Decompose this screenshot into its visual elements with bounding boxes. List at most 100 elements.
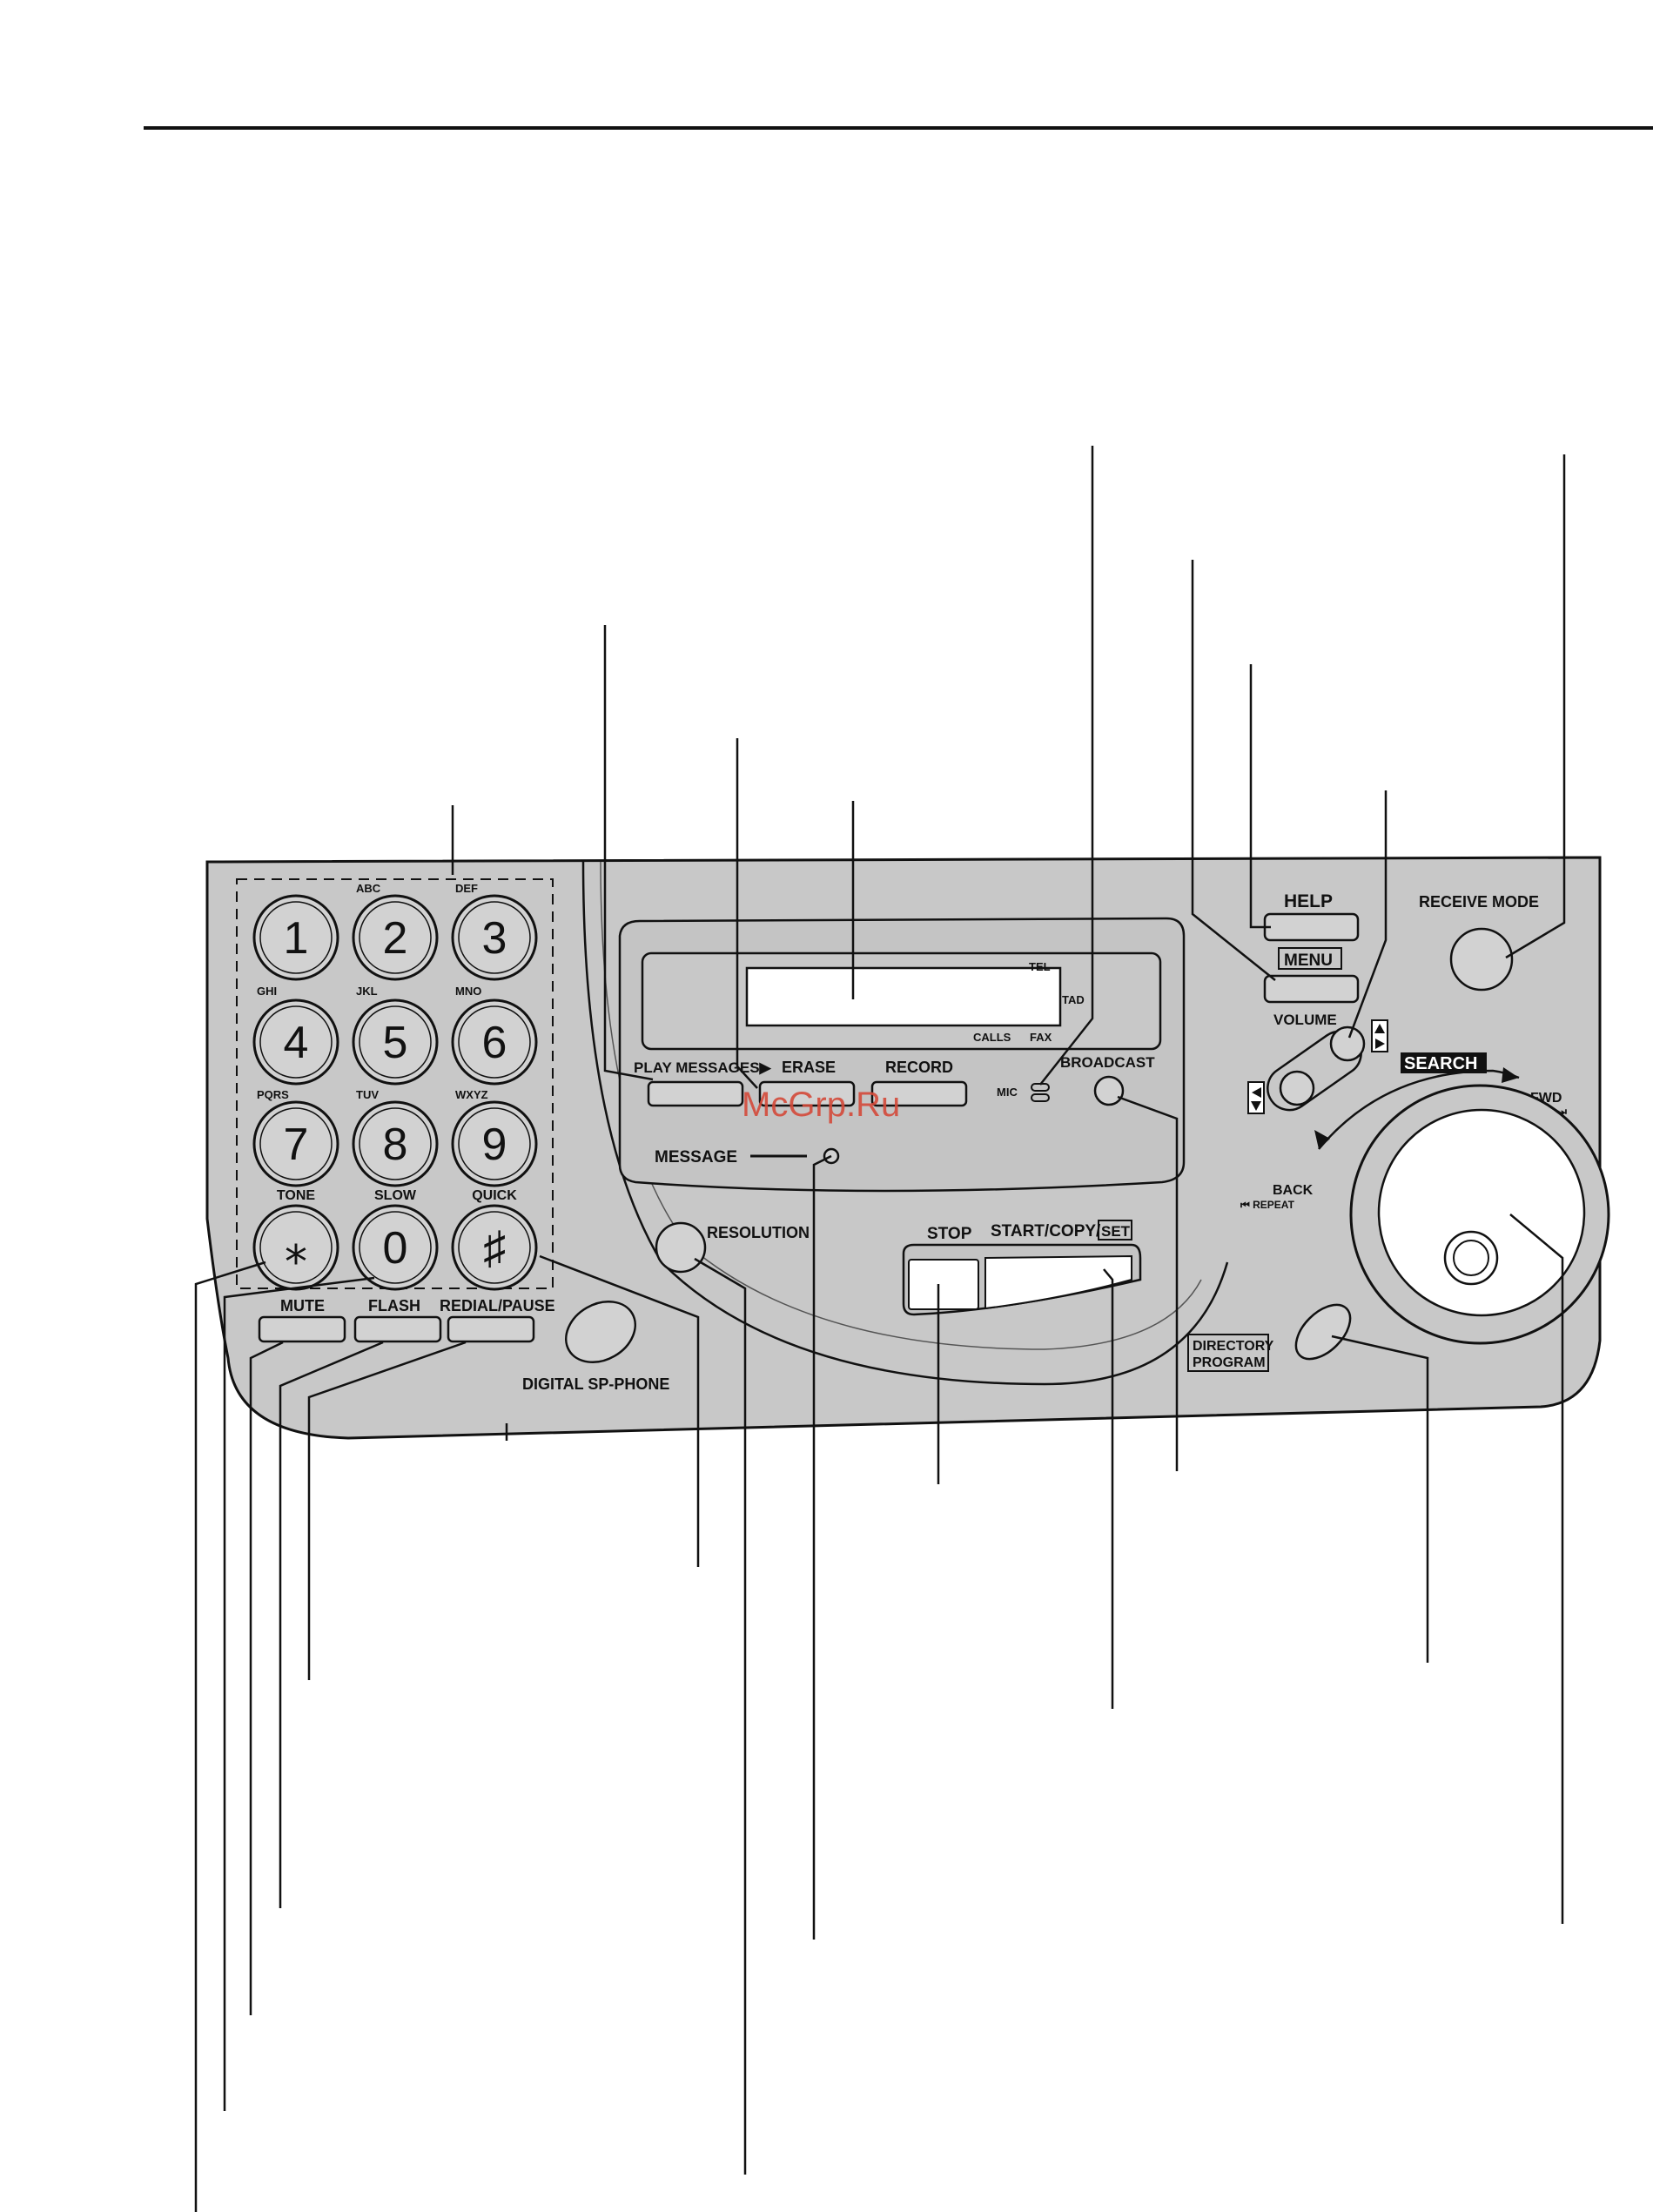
key-digit: 1 [284,913,309,964]
stop-label: STOP [927,1225,972,1243]
jog-dial[interactable] [1377,1108,1586,1317]
directory-program-button[interactable] [1287,1295,1361,1369]
redial-pause-label: REDIAL/PAUSE [440,1297,555,1314]
watermark: McGrp.Ru [742,1086,900,1124]
callout-volume [1347,790,1388,1039]
key-7-button[interactable] [252,1100,339,1187]
key-letters: JKL [356,985,378,998]
key-letters: PQRS [257,1088,289,1101]
erase-label: ERASE [782,1059,836,1076]
lcd-screen [745,966,1062,1027]
key-digit: 3 [482,913,507,964]
callout-tone [194,1261,266,2212]
key-digit: 9 [482,1119,507,1170]
key-12-button[interactable] [451,1204,538,1291]
key-1-button[interactable] [252,894,339,981]
help-button[interactable] [1263,912,1360,942]
back-arrow-head [1314,1130,1330,1149]
callout-broadcast [1117,1095,1179,1471]
key-digit: 6 [482,1018,507,1068]
key-digit: 7 [284,1119,309,1170]
callout-message-lamp [812,1154,832,1940]
keypad-region [236,878,554,1289]
menu-button[interactable] [1263,974,1360,1004]
stop-button[interactable] [908,1259,979,1310]
key-digit: ⁎ [285,1223,307,1274]
key-6-button[interactable] [451,998,538,1086]
play-messages-button[interactable] [647,1080,744,1107]
back-label: BACK [1273,1183,1314,1198]
help-label: HELP [1284,891,1333,911]
key-8-button[interactable] [352,1100,439,1187]
callout-jog-dial [1509,1214,1564,1924]
search-label-box [1401,1052,1487,1073]
sp-phone-label: DIGITAL SP-PHONE [522,1375,669,1393]
key-9-button[interactable] [451,1100,538,1187]
down-triangle-icon [1251,1101,1261,1111]
record-label: RECORD [885,1059,953,1076]
callout-resolution [694,1257,747,2175]
flash-button[interactable] [353,1315,442,1343]
start-copy-button[interactable] [984,1254,1132,1310]
callout-receive-mode [1505,454,1566,959]
erase-button[interactable] [758,1080,856,1107]
resolution-label: RESOLUTION [707,1224,810,1241]
volume-up-button[interactable] [1329,1025,1366,1062]
key-digit: 8 [383,1119,408,1170]
record-button[interactable] [870,1080,968,1107]
key-letters: MNO [455,985,481,998]
program-label: PROGRAM [1193,1355,1266,1370]
key-2-button[interactable] [352,894,439,981]
key-digit: 4 [284,1018,309,1068]
broadcast-button[interactable] [1093,1075,1125,1106]
mic-label: MIC [997,1086,1018,1099]
volume-down-button[interactable] [1279,1070,1315,1106]
key-ring [259,901,333,974]
key-4-button[interactable] [252,998,339,1086]
callout-flash [279,1341,384,1908]
tel-indicator: TEL [1029,960,1051,973]
key-ring [259,1107,333,1180]
set-label-box [1098,1220,1132,1240]
receive-mode-label: RECEIVE MODE [1419,893,1539,911]
key-letters: GHI [257,985,277,998]
key-letters: TONE [277,1188,315,1203]
key-digit: ♯ [483,1223,506,1274]
receive-mode-button[interactable] [1449,927,1514,992]
key-ring [458,1107,531,1180]
play-messages-label: PLAY MESSAGES▶ [634,1059,772,1076]
callout-play-messages [603,625,654,1081]
volume-label: VOLUME [1273,1012,1337,1028]
callout-redial [307,1341,467,1680]
menu-label: MENU [1284,951,1333,970]
key-letters: WXYZ [455,1088,488,1101]
mute-label: MUTE [280,1297,325,1314]
callout-menu [1191,560,1276,981]
callout-zero [223,1276,375,2111]
callout-mute [249,1341,284,2015]
left-triangle-icon [1252,1087,1261,1098]
callout-quick [539,1254,700,1567]
resolution-button[interactable] [655,1221,707,1274]
mute-button[interactable] [258,1315,346,1343]
right-triangle-icon [1375,1039,1385,1049]
key-ring [458,1211,531,1284]
key-digit: 0 [383,1223,408,1274]
key-letters: TUV [356,1088,379,1101]
key-ring [259,1211,333,1284]
callout-directory [1331,1335,1429,1663]
repeat-label: ⏮ REPEAT [1240,1199,1295,1211]
callout-start-copy [1103,1268,1114,1709]
sp-phone-button[interactable] [555,1289,647,1374]
directory-label: DIRECTORY [1193,1339,1274,1354]
redial-pause-button[interactable] [447,1315,535,1343]
center-bezel-inner [600,861,1202,1350]
key-5-button[interactable] [352,998,439,1086]
key-ring [359,1005,432,1079]
key-10-button[interactable] [252,1204,339,1291]
key-ring [259,1005,333,1079]
key-3-button[interactable] [451,894,538,981]
key-digit: 2 [383,913,408,964]
key-11-button[interactable] [352,1204,439,1291]
